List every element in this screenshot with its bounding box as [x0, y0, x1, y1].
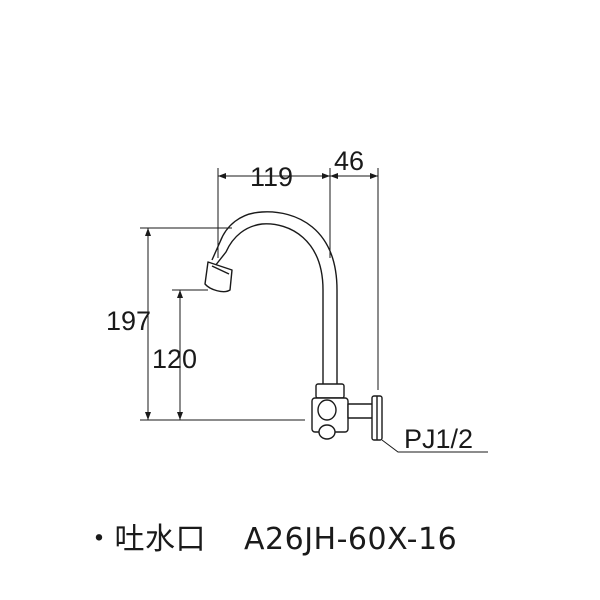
pj-leader-line	[381, 439, 488, 453]
aerator-ring	[211, 265, 230, 275]
caption-product-type: 吐水口	[114, 522, 206, 557]
arrow-120-bottom	[177, 412, 183, 420]
faucet-outline	[204, 211, 383, 441]
dim-label-197: 197	[106, 306, 151, 336]
arrow-46-right	[370, 173, 378, 179]
arrow-119-left	[218, 173, 226, 179]
arrow-46-left	[330, 173, 338, 179]
arrow-197-top	[145, 228, 151, 236]
wall-nipple	[347, 403, 375, 419]
handle-lower	[318, 424, 336, 440]
dimension-lines	[140, 168, 488, 453]
caption-model-number: A26JH-60X-16	[244, 522, 458, 557]
dimension-arrows	[145, 173, 378, 420]
dim-label-119: 119	[250, 162, 293, 192]
spout-aerator	[204, 261, 233, 293]
spout-inner-curve	[211, 211, 338, 384]
dim-label-120: 120	[152, 344, 197, 374]
connection-label: PJ1/2	[404, 424, 473, 454]
arrow-120-top	[177, 290, 183, 298]
product-caption: ・吐水口 A26JH-60X-16	[84, 514, 457, 558]
caption-bullet: ・	[84, 522, 115, 557]
spout-outer-curve	[214, 223, 324, 384]
handle-knob	[317, 399, 337, 421]
valve-cap	[315, 383, 345, 399]
arrow-197-bottom	[145, 412, 151, 420]
arrow-119-right	[322, 173, 330, 179]
dim-label-46: 46	[334, 146, 364, 176]
